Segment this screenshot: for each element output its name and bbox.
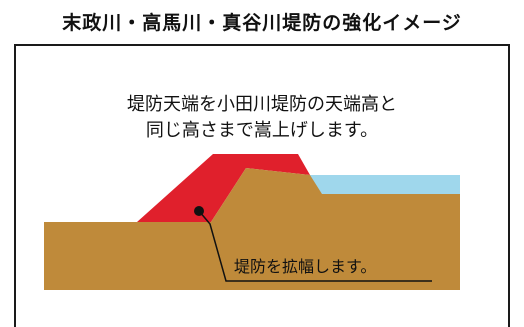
levee-extension — [137, 154, 310, 222]
caption-line-1: 堤防天端を小田川堤防の天端高と — [127, 94, 397, 115]
callout-leader-line — [198, 210, 432, 282]
caption: 堤防天端を小田川堤防の天端高と 同じ高さまで嵩上げします。 — [0, 92, 524, 144]
levee-existing — [44, 168, 460, 290]
river-water — [300, 175, 460, 194]
callout-label: 堤防を拡幅します。 — [234, 257, 377, 276]
caption-line-2: 同じ高さまで嵩上げします。 — [145, 120, 379, 141]
diagram-title: 末政川・高馬川・真谷川堤防の強化イメージ — [62, 12, 462, 34]
